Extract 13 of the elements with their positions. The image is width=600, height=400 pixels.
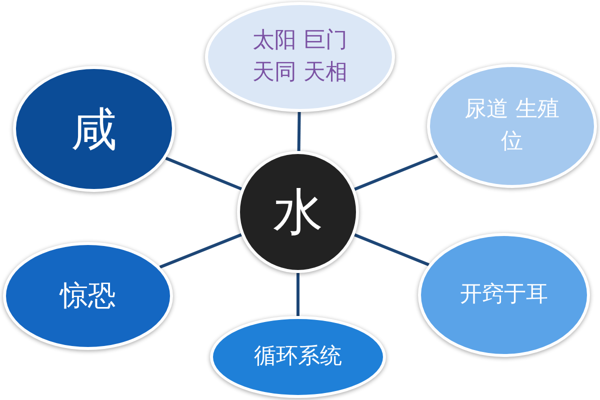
connector-line	[165, 156, 242, 190]
node-text: 水	[273, 182, 323, 243]
node-text: 惊恐	[60, 278, 116, 314]
connector-line	[354, 154, 438, 191]
node-text: 太阳 巨门天同 天相	[252, 27, 348, 87]
node-text: 咸	[71, 100, 117, 158]
node-text: 循环系统	[254, 343, 342, 372]
connector-line	[297, 112, 301, 152]
connector-line	[296, 273, 300, 316]
node-text: 开窍于耳	[460, 281, 548, 310]
connector-line	[354, 233, 430, 266]
connector-line	[159, 233, 242, 269]
node-text: 尿道 生殖位	[464, 96, 560, 156]
